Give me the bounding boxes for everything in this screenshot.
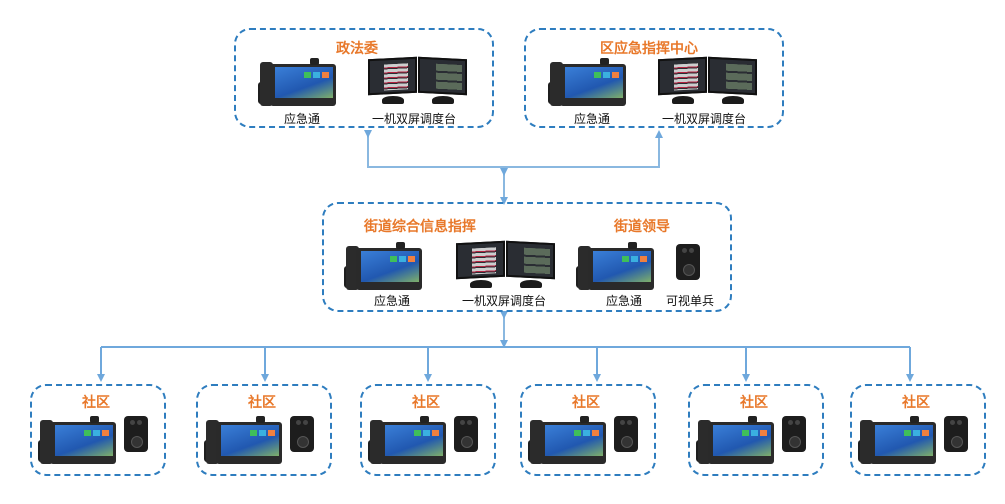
node-street: 街道综合信息指挥 街道领导 应急通 一机双屏调度台 应急通 可视单兵 — [322, 202, 732, 312]
desk-phone-icon — [204, 414, 284, 466]
node-community: 社区 — [30, 384, 166, 476]
node-zhengfawei: 政法委 应急通 一机双屏调度台 — [234, 28, 494, 128]
group-title: 街道综合信息指挥 — [364, 219, 476, 235]
desk-phone-icon — [576, 240, 656, 292]
desk-phone-icon — [528, 414, 608, 466]
node-title: 社区 — [82, 395, 110, 411]
node-community: 社区 — [688, 384, 824, 476]
node-community: 社区 — [520, 384, 656, 476]
desk-phone-icon — [38, 414, 118, 466]
node-title: 区应急指挥中心 — [600, 41, 698, 57]
body-camera-icon — [676, 244, 700, 280]
body-camera-icon — [782, 416, 806, 452]
node-title: 社区 — [572, 395, 600, 411]
node-community: 社区 — [196, 384, 332, 476]
top-bracket-line — [364, 130, 663, 168]
node-title: 社区 — [412, 395, 440, 411]
node-title: 社区 — [740, 395, 768, 411]
desk-phone-icon — [344, 240, 424, 292]
desk-phone-icon — [696, 414, 776, 466]
desk-phone-icon — [258, 56, 338, 108]
device-label: 应急通 — [574, 112, 611, 126]
group-title: 街道领导 — [614, 219, 670, 235]
node-community: 社区 — [360, 384, 496, 476]
device-label: 应急通 — [284, 112, 321, 126]
body-camera-icon — [944, 416, 968, 452]
node-title: 社区 — [248, 395, 276, 411]
body-camera-icon — [454, 416, 478, 452]
desk-phone-icon — [858, 414, 938, 466]
body-camera-icon — [124, 416, 148, 452]
body-camera-icon — [290, 416, 314, 452]
dual-monitor-icon — [368, 56, 468, 108]
node-title: 政法委 — [336, 41, 378, 57]
node-district-emergency-center: 区应急指挥中心 应急通 一机双屏调度台 — [524, 28, 784, 128]
device-label: 应急通 — [606, 294, 643, 308]
dual-monitor-icon — [658, 56, 758, 108]
dual-monitor-icon — [456, 240, 556, 292]
device-label: 一机双屏调度台 — [662, 112, 747, 126]
device-label: 应急通 — [374, 294, 411, 308]
desk-phone-icon — [548, 56, 628, 108]
device-label: 可视单兵 — [666, 294, 715, 308]
node-community: 社区 — [850, 384, 986, 476]
device-label: 一机双屏调度台 — [372, 112, 457, 126]
desk-phone-icon — [368, 414, 448, 466]
device-label: 一机双屏调度台 — [462, 294, 547, 308]
node-title: 社区 — [902, 395, 930, 411]
body-camera-icon — [614, 416, 638, 452]
